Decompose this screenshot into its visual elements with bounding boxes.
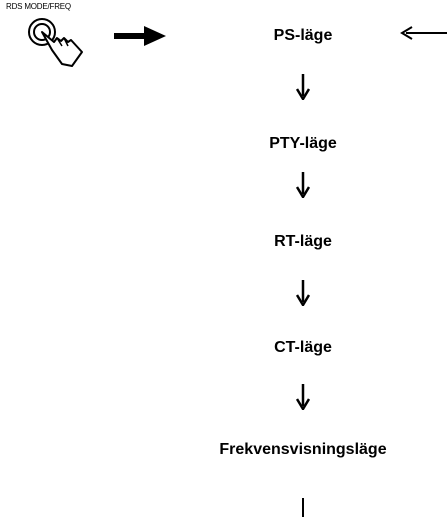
down-arrow-icon [296, 74, 310, 100]
return-arrow-icon [400, 26, 447, 40]
mode-frequency: Frekvensvisningsläge [219, 441, 387, 458]
mode-ct: CT-läge [274, 339, 332, 356]
enter-arrow-icon [114, 26, 166, 46]
rds-mode-button-label: RDS MODE/FREQ [6, 2, 71, 11]
down-arrow-icon [296, 172, 310, 198]
loop-connector-line [302, 498, 304, 517]
mode-ps: PS-läge [273, 27, 333, 44]
down-arrow-icon [296, 384, 310, 410]
mode-pty: PTY-läge [269, 135, 337, 152]
down-arrow-icon [296, 280, 310, 306]
mode-rt: RT-läge [274, 233, 332, 250]
finger-press-button-icon [28, 18, 83, 67]
